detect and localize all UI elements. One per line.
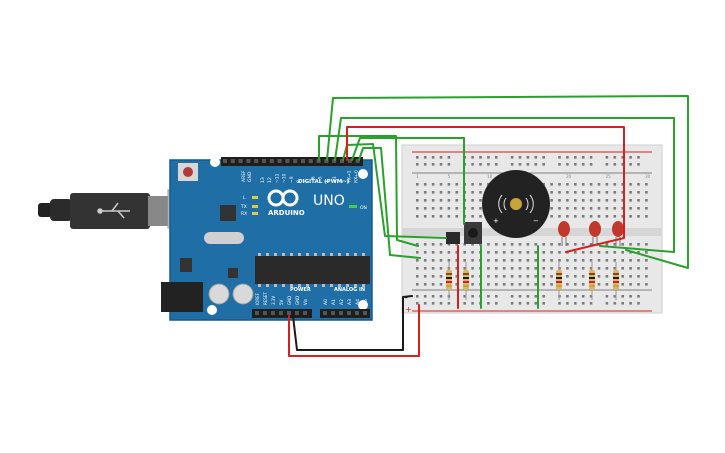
analog-pin-label: A4: [355, 299, 361, 305]
digital-pin-label: TX→1: [346, 170, 352, 184]
usb-cable[interactable]: [38, 189, 201, 229]
digital-pin-label: 4: [325, 180, 331, 183]
analog-header[interactable]: [320, 309, 370, 318]
sensor-component[interactable]: [446, 232, 460, 244]
led-1[interactable]: [558, 221, 570, 246]
regulator: [180, 258, 192, 272]
wire-green-d4-to-breadboard[interactable]: [318, 135, 419, 247]
resistor[interactable]: [446, 262, 452, 300]
mounting-hole: [358, 169, 368, 179]
led-on: [349, 205, 357, 208]
reset-button[interactable]: [178, 163, 198, 181]
wire-black-gnd-to-rail[interactable]: [292, 295, 413, 351]
resistor[interactable]: [589, 262, 595, 300]
rx-label: RX: [241, 211, 247, 217]
brand-label: ARDUINO: [268, 209, 305, 217]
capacitor: [232, 283, 254, 305]
pushbutton[interactable]: [464, 222, 482, 244]
digital-pin-label: ~6: [310, 176, 316, 183]
power-pin-label: GND: [287, 296, 292, 305]
digital-pin-label: RX←0: [354, 170, 360, 183]
piezo-buzzer[interactable]: + −: [482, 170, 550, 238]
usb-chip: [220, 205, 236, 221]
analog-pin-label: A2: [339, 299, 345, 305]
digital-pin-label: 7: [303, 180, 309, 183]
on-label: ON: [360, 205, 367, 211]
analog-pin-label: A3: [347, 299, 353, 305]
rail-plus-label: +: [405, 305, 412, 314]
model-label: UNO: [313, 193, 345, 209]
analog-pin-label: A1: [331, 299, 337, 305]
atmega-chip: [255, 256, 370, 284]
column-number: 10: [487, 174, 493, 179]
buzzer-plus-label: +: [493, 217, 499, 225]
digital-pin-label: ~3: [332, 176, 338, 183]
analog-label: ANALOG IN: [334, 287, 365, 293]
power-pin-label: 3.3V: [271, 296, 276, 305]
resistor[interactable]: [556, 262, 562, 300]
sound-wave-icon: [498, 194, 534, 214]
gnd-label: GND: [247, 171, 253, 182]
l-label: L: [243, 195, 246, 201]
small-chip: [228, 268, 238, 278]
power-pin-label: RESET: [263, 292, 268, 305]
digital-pin-label: 2: [339, 180, 345, 183]
column-number: 30: [645, 174, 651, 179]
power-pin-label: 5V: [279, 299, 284, 305]
resistor[interactable]: [613, 262, 619, 300]
wires: [288, 95, 689, 357]
resistor[interactable]: [463, 262, 469, 300]
digital-pin-label: 8: [296, 180, 302, 183]
aref-label: AREF: [241, 170, 247, 182]
tx-label: TX: [240, 204, 247, 210]
power-pin-label: Vin: [303, 298, 308, 305]
mounting-hole: [358, 300, 368, 310]
dc-jack: [161, 282, 203, 312]
column-number: 5: [448, 174, 451, 179]
digital-pin-label: ~9: [289, 176, 295, 183]
mounting-hole: [210, 157, 220, 167]
power-label: POWER: [290, 287, 311, 293]
column-number: 1: [416, 174, 419, 179]
digital-pin-label: 12: [267, 177, 273, 183]
wire-green-d12-to-breadboard[interactable]: [358, 147, 421, 259]
digital-header-label: DIGITAL (PWM~): [298, 179, 350, 185]
power-pin-label: GND: [295, 296, 300, 305]
arduino-logo-icon: [267, 189, 299, 207]
analog-pin-label: A0: [323, 299, 329, 305]
column-number: 20: [566, 174, 572, 179]
buzzer-minus-label: −: [533, 217, 539, 225]
digital-pin-label: ~11: [274, 173, 280, 183]
wire-red-d9-to-led1[interactable]: [346, 126, 625, 253]
capacitor: [208, 283, 230, 305]
column-number: 25: [606, 174, 612, 179]
crystal: [204, 232, 244, 244]
usb-icon: [97, 202, 130, 219]
led-l: [252, 196, 258, 199]
wire-green-d6-to-led2[interactable]: [334, 117, 675, 253]
digital-header[interactable]: [221, 157, 363, 166]
digital-pin-label: ~5: [318, 176, 324, 183]
wire-green-d8-to-led3[interactable]: [326, 95, 689, 269]
wire-green-d2-to-sensor[interactable]: [342, 143, 447, 239]
wire-green-d3-to-button[interactable]: [351, 137, 465, 225]
digital-pin-label: 13: [260, 177, 266, 183]
power-pin-label: IOREF: [255, 292, 260, 305]
mounting-hole: [207, 305, 217, 315]
led-rx: [252, 212, 258, 215]
wire-red-5v-to-rail[interactable]: [288, 304, 420, 357]
led-tx: [252, 205, 258, 208]
digital-pin-label: ~10: [282, 173, 288, 183]
analog-pin-label: A5: [363, 299, 369, 305]
